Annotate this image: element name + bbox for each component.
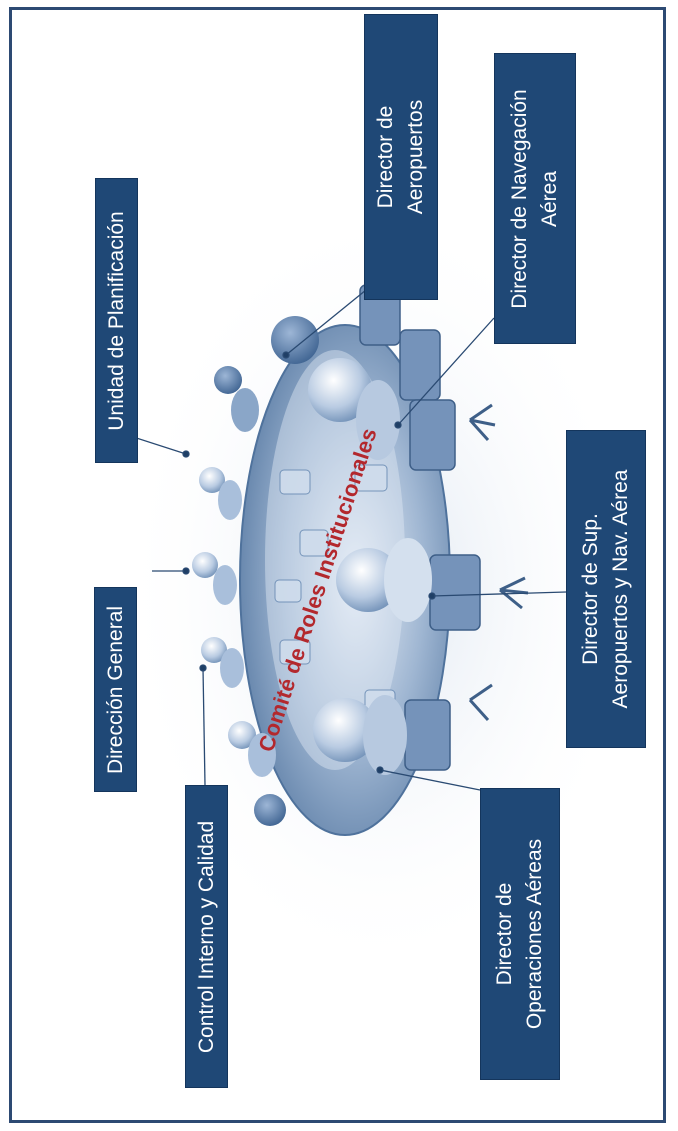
role-supervision-label: Director de Sup. Aeropuertos y Nav. Aére… xyxy=(576,470,636,709)
role-director-aeropuertos: Director de Aeropuertos xyxy=(364,14,438,300)
role-control-label: Control Interno y Calidad xyxy=(192,820,222,1052)
role-navegacion-line-1: Director de Navegación xyxy=(508,88,531,309)
role-director-navegacion: Director de Navegación Aérea xyxy=(494,53,576,344)
role-aeropuertos-line-1: Director de xyxy=(374,105,397,209)
role-navegacion-line-2: Aérea xyxy=(538,170,561,227)
role-operaciones-line-1: Director de xyxy=(493,882,516,986)
chair-legs xyxy=(468,403,529,722)
role-unidad-line-1: Unidad de Planificación xyxy=(104,210,128,431)
role-direccion-general: Dirección General xyxy=(94,587,137,792)
role-director-supervision: Director de Sup. Aeropuertos y Nav. Aére… xyxy=(566,430,646,748)
role-control-line-1: Control Interno y Calidad xyxy=(194,820,218,1053)
role-control-interno: Control Interno y Calidad xyxy=(185,785,228,1088)
people-front-row xyxy=(271,316,432,775)
role-aeropuertos-label: Director de Aeropuertos xyxy=(371,100,431,214)
role-operaciones-line-2: Operaciones Aéreas xyxy=(523,838,546,1030)
people-back-row xyxy=(192,366,286,826)
role-operaciones-label: Director de Operaciones Aéreas xyxy=(490,839,550,1029)
role-aeropuertos-line-2: Aeropuertos xyxy=(404,99,427,215)
role-supervision-line-1: Director de Sup. xyxy=(579,513,602,665)
role-unidad-label: Unidad de Planificación xyxy=(102,211,132,430)
role-direccion-line-1: Dirección General xyxy=(103,605,127,774)
role-direccion-label: Dirección General xyxy=(101,605,131,773)
chairs xyxy=(359,284,481,771)
role-supervision-line-2: Aeropuertos y Nav. Aérea xyxy=(609,469,632,709)
role-director-operaciones: Director de Operaciones Aéreas xyxy=(480,788,560,1080)
connector-lines xyxy=(126,289,567,791)
role-navegacion-label: Director de Navegación Aérea xyxy=(505,89,565,308)
role-unidad-planificacion: Unidad de Planificación xyxy=(95,178,138,463)
